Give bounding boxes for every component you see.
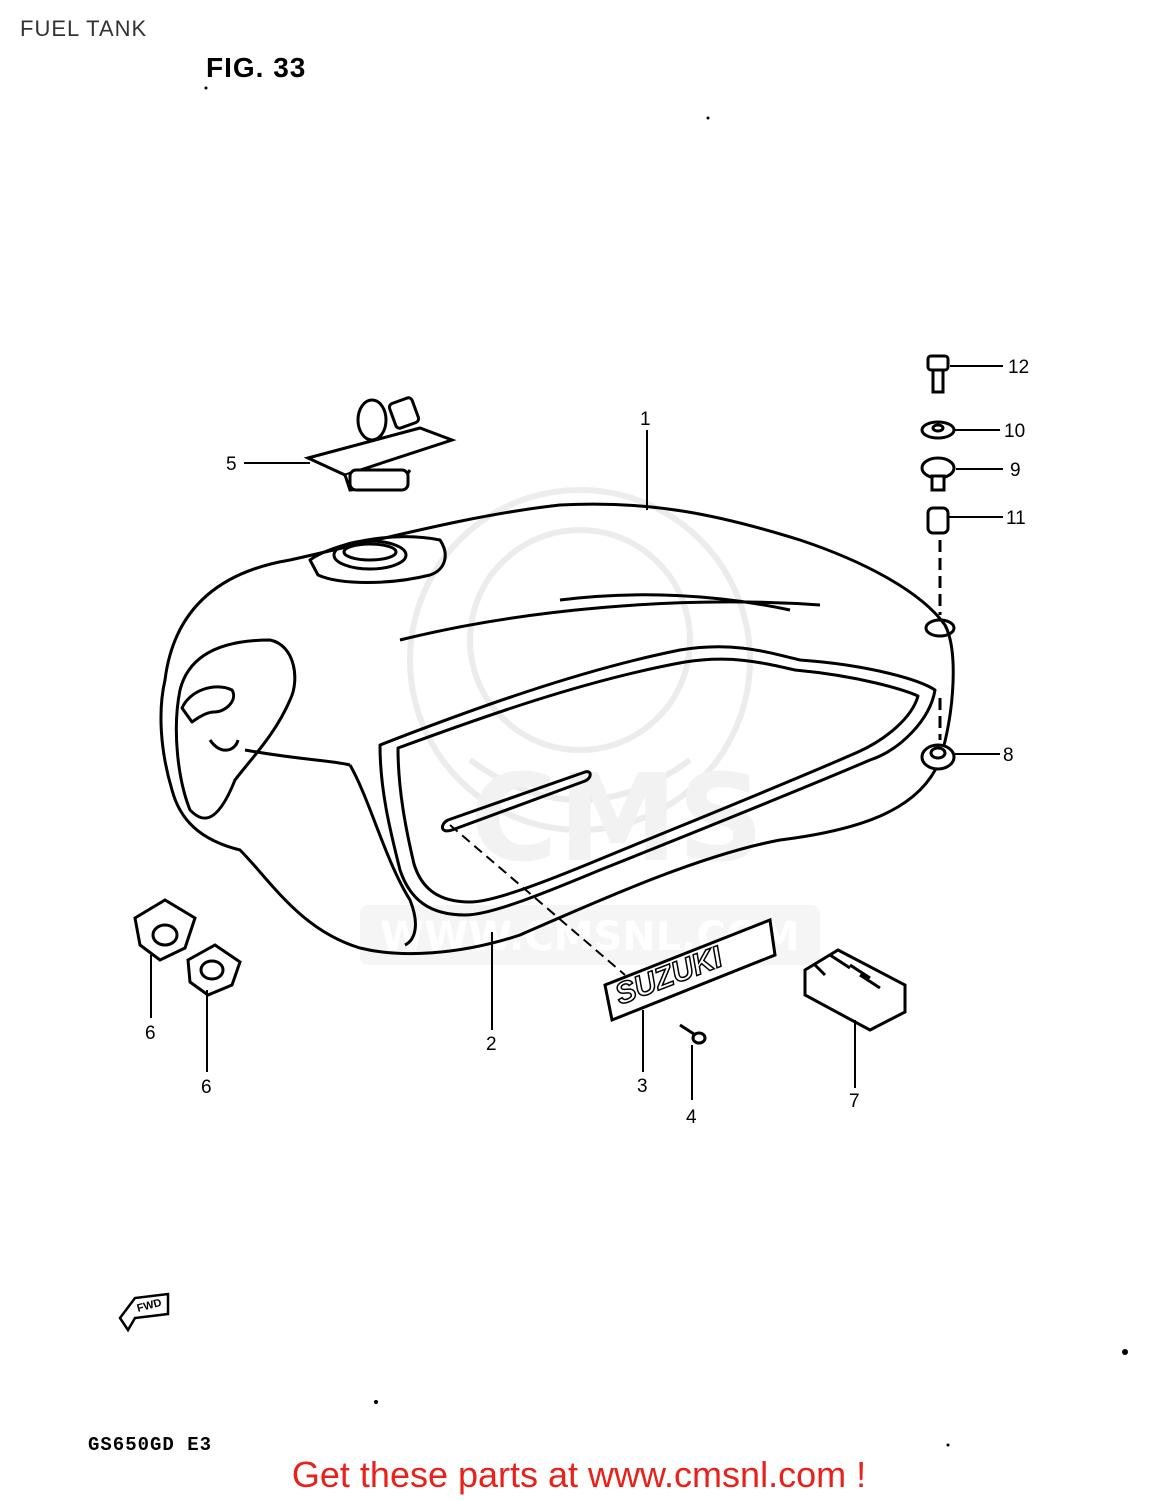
callout-11: 11 [1006, 508, 1026, 529]
forward-direction-arrow: FWD [118, 1292, 170, 1333]
callout-4: 4 [686, 1107, 697, 1128]
callout-6b: 6 [201, 1077, 212, 1098]
figure-label: FIG. 33 [206, 52, 307, 83]
callout-2: 2 [486, 1034, 497, 1055]
callout-7: 7 [849, 1091, 860, 1112]
footer-link[interactable]: Get these parts at www.cmsnl.com ! [291, 1454, 867, 1495]
callout-1: 1 [640, 409, 651, 430]
page-title: FUEL TANK [20, 16, 148, 41]
callout-10: 10 [1004, 421, 1025, 442]
fuel-cap [303, 396, 457, 492]
callout-8: 8 [1003, 745, 1014, 766]
callout-6a: 6 [145, 1023, 156, 1044]
fuel-tank [159, 502, 956, 956]
cushion [803, 948, 907, 1032]
scan-specks [204, 86, 1128, 1447]
callout-12: 12 [1008, 357, 1029, 378]
mounting-hardware [920, 354, 956, 771]
callout-numbers: 1 2 3 4 5 6 6 7 8 9 10 11 12 [145, 357, 1029, 1128]
watermark-brand: CMS [470, 750, 764, 889]
watermark: CMS WWW.CMSNL.COM [360, 487, 820, 965]
leader-lines [150, 365, 1003, 1100]
callout-3: 3 [637, 1076, 648, 1097]
model-code: GS650GD E3 [88, 1434, 213, 1456]
rubber-mounts [133, 898, 242, 997]
callout-9: 9 [1010, 460, 1021, 481]
screw [679, 1023, 707, 1045]
callout-5: 5 [226, 454, 237, 475]
